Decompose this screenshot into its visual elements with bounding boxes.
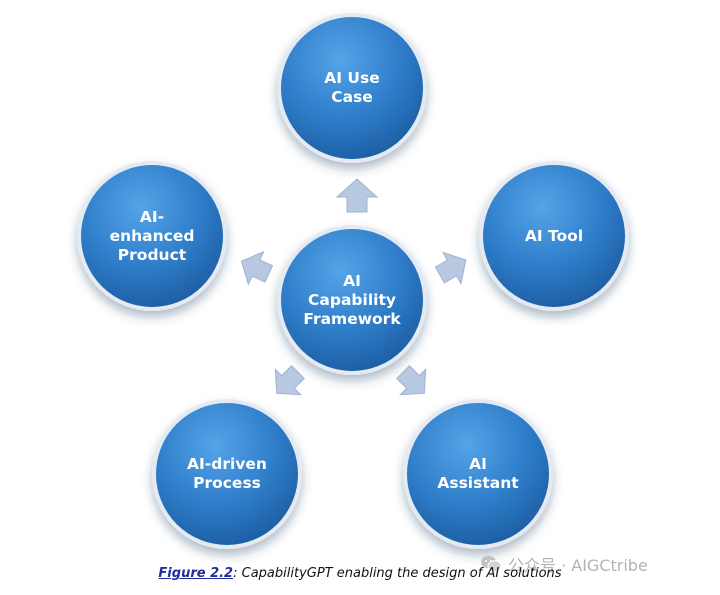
caption-text: : CapabilityGPT enabling the design of A… [233, 566, 562, 581]
arrow-to-bottom-right [396, 365, 427, 396]
node-top-circle [277, 13, 427, 163]
wechat-icon [481, 555, 502, 572]
arrow-to-right [434, 251, 467, 285]
figure-reference-link[interactable]: Figure 2.2 [158, 566, 234, 581]
figure-caption: Figure 2.2: CapabilityGPT enabling the d… [0, 566, 720, 581]
arrow-to-top [335, 178, 379, 213]
watermark: 公众号 · AIGCtribe [480, 552, 715, 576]
arrow-to-left [240, 250, 274, 286]
node-bottom-right-circle [403, 399, 553, 549]
watermark-text: 公众号 · AIGCtribe [508, 556, 648, 575]
node-center-circle [277, 225, 427, 375]
node-right-circle [479, 161, 629, 311]
arrow-to-bottom-left [274, 365, 305, 396]
node-bottom-left-circle [152, 399, 302, 549]
node-left-circle [77, 161, 227, 311]
